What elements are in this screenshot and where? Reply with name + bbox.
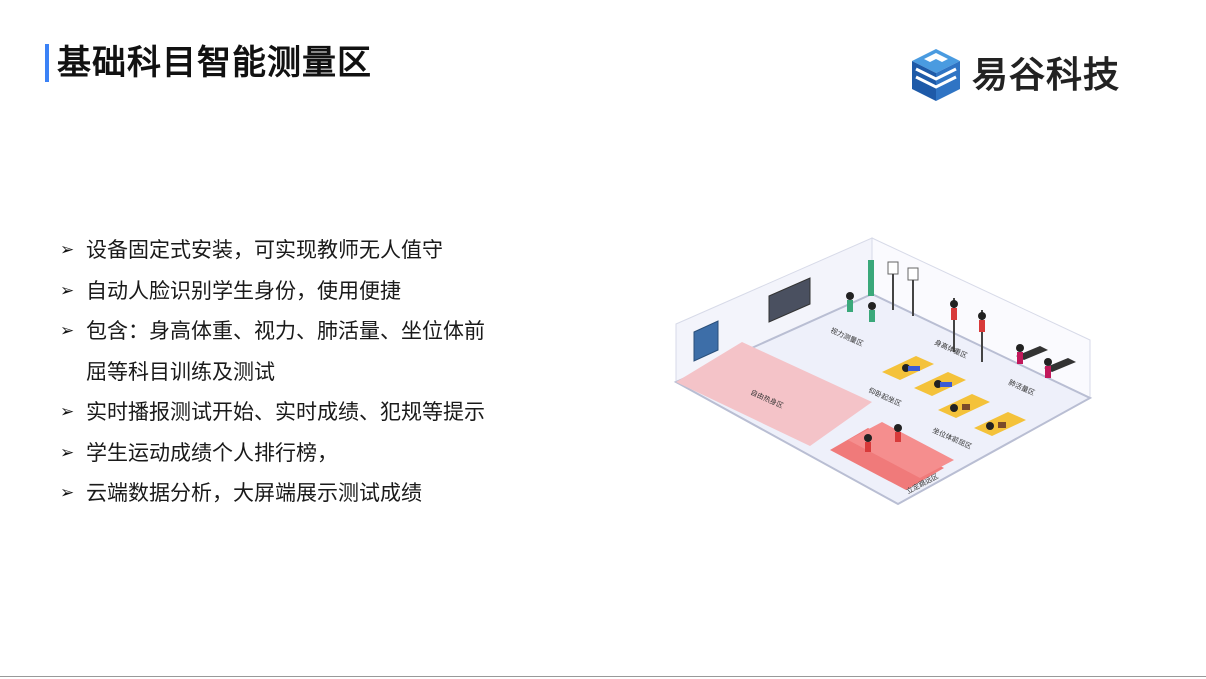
title-accent-bar — [45, 44, 49, 82]
feature-text: 设备固定式安装，可实现教师无人值守 — [86, 238, 443, 262]
arrow-right-icon: ➢ — [60, 442, 75, 463]
feature-item-3: ➢ 包含：身高体重、视力、肺活量、坐位体前 — [60, 311, 580, 352]
feature-item-2: ➢ 自动人脸识别学生身份，使用便捷 — [60, 271, 580, 312]
arrow-right-icon: ➢ — [60, 240, 75, 260]
feature-text: 屈等科目训练及测试 — [86, 359, 275, 384]
footer-divider — [0, 676, 1206, 677]
vision-tester — [868, 260, 874, 296]
cube-logo-icon — [912, 49, 960, 101]
feature-item-5: ➢ 学生运动成绩个人排行榜， — [60, 433, 580, 474]
window — [693, 320, 719, 362]
feature-text: 自动人脸识别学生身份，使用便捷 — [86, 278, 401, 303]
feature-list: ➢ 设备固定式安装，可实现教师无人值守 ➢ 自动人脸识别学生身份，使用便捷 ➢ … — [60, 230, 580, 514]
feature-item-1: ➢ 设备固定式安装，可实现教师无人值守 — [60, 230, 580, 271]
arrow-right-icon: ➢ — [60, 280, 75, 301]
long-jump-mat — [848, 422, 954, 478]
feature-text: 云端数据分析，大屏端展示测试成绩 — [86, 481, 422, 505]
feature-item-4: ➢ 实时播报测试开始、实时成绩、犯规等提示 — [60, 392, 580, 433]
wall-screen — [768, 277, 811, 323]
feature-text: 包含：身高体重、视力、肺活量、坐位体前 — [86, 319, 485, 343]
floor — [673, 292, 1093, 506]
brand-logo: 易谷科技 — [906, 45, 1136, 105]
feature-text: 实时播报测试开始、实时成绩、犯规等提示 — [86, 400, 485, 424]
arrow-right-icon: ➢ — [60, 321, 75, 341]
gym-illustration: 自由热身区 视力测量区 身高体重区 肺活量区 仰卧起坐区 坐位体前屈区 立定跳远… — [673, 237, 1093, 506]
warmup-zone — [676, 342, 872, 446]
feature-text: 学生运动成绩个人排行榜， — [86, 440, 338, 465]
arrow-right-icon: ➢ — [60, 483, 75, 503]
brand-name: 易谷科技 — [972, 55, 1121, 96]
arrow-right-icon: ➢ — [60, 402, 75, 422]
feature-item-6: ➢ 云端数据分析，大屏端展示测试成绩 — [60, 473, 580, 514]
feature-item-3-continuation: 屈等科目训练及测试 — [60, 352, 580, 393]
page-title: 基础科目智能测量区 — [57, 43, 372, 83]
